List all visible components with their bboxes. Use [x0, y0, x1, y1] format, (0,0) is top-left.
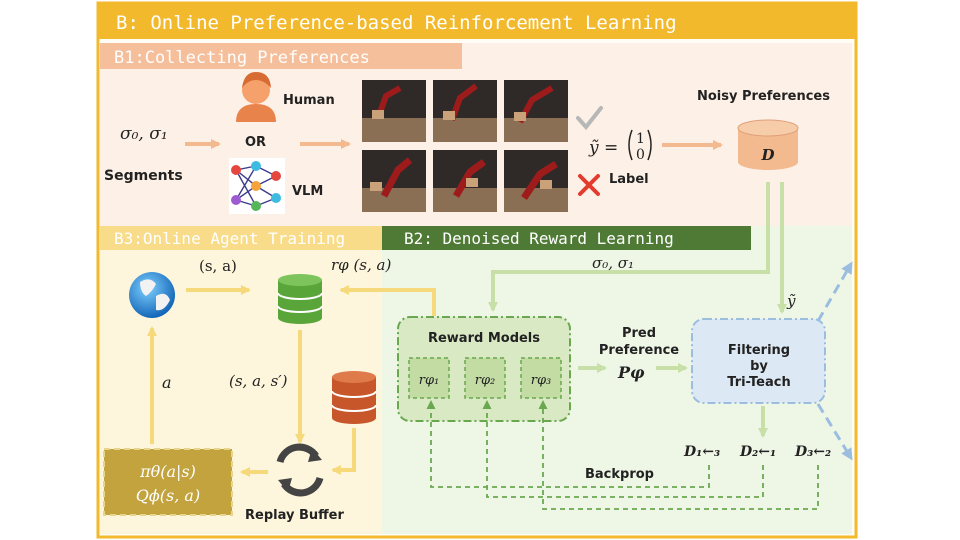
d21-label: D₂←₁	[739, 444, 776, 460]
dataset-icon	[737, 119, 799, 170]
policy-line1: πθ(a|s)	[139, 462, 196, 481]
label-text: Label	[609, 172, 649, 187]
main-title: B: Online Preference-based Reinforcement…	[116, 12, 677, 34]
robot-frames	[362, 80, 568, 212]
label-vector-right-paren	[647, 129, 652, 161]
b3-header	[100, 226, 382, 250]
robot-frame	[433, 80, 497, 142]
robot-frame	[362, 150, 426, 212]
orange-database-icon	[331, 371, 377, 424]
filter-line3: Tri-Teach	[727, 375, 790, 390]
reward-model-3-box	[520, 357, 562, 399]
sa-label: (s, a)	[199, 257, 237, 275]
reward-model-2-box	[464, 357, 506, 399]
reward-label: rφ (s, a)	[331, 256, 391, 274]
backprop-label: Backprop	[585, 467, 654, 482]
reward-models-title: Reward Models	[428, 331, 540, 346]
b3-title: B3:Online Agent Training	[114, 229, 345, 248]
human-icon	[236, 72, 276, 122]
green-database-icon	[277, 274, 323, 324]
d13-label: D₁←₃	[683, 444, 720, 460]
b2-segments-symbol: σ₀, σ₁	[592, 254, 634, 272]
policy-box	[103, 448, 233, 516]
action-label: a	[162, 373, 172, 392]
b1-header	[100, 43, 462, 69]
reward-model-1-box	[408, 357, 450, 399]
label-vector-top: 1	[636, 131, 645, 147]
reward-model-2-label: rφ₂	[475, 373, 496, 388]
b2-header	[382, 226, 751, 250]
pred-label: Pred	[622, 326, 656, 341]
pred-symbol: Pφ	[617, 363, 645, 382]
b2-title: B2: Denoised Reward Learning	[404, 229, 674, 248]
y-tilde-label: ỹ	[786, 292, 796, 310]
reward-model-3-label: rφ₃	[531, 373, 552, 388]
label-vector-bottom: 0	[636, 147, 645, 163]
backprop-path-2	[482, 400, 764, 498]
robot-frame	[433, 150, 497, 212]
noisy-preferences-label: Noisy Preferences	[697, 89, 830, 104]
robot-frame	[504, 150, 568, 212]
label-equation: ỹ =	[588, 138, 618, 158]
backprop-path-1	[426, 400, 710, 488]
human-label: Human	[283, 93, 335, 108]
transition-label: (s, a, s′)	[229, 372, 288, 390]
environment-globe-icon	[129, 272, 175, 318]
arrow-dataset-to-reward-models	[488, 182, 770, 312]
b1-title: B1:Collecting Preferences	[114, 48, 370, 68]
filter-line1: Filtering	[728, 343, 790, 358]
segments-label: Segments	[104, 168, 183, 184]
robot-frame	[504, 80, 568, 142]
d32-label: D₃←₂	[794, 444, 831, 460]
robot-frame	[362, 80, 426, 142]
label-vector-left-paren	[628, 129, 633, 161]
preference-label: Preference	[599, 343, 679, 358]
replay-buffer-label: Replay Buffer	[245, 508, 344, 523]
arrow-reward-to-buffer	[339, 285, 436, 316]
replay-buffer-icon	[276, 443, 324, 497]
title-bar	[98, 3, 856, 39]
or-label: OR	[245, 135, 266, 150]
vlm-label: VLM	[292, 184, 323, 199]
vlm-network-icon	[229, 158, 285, 214]
backprop-path-3	[538, 400, 819, 510]
arrow-orange-db-to-replay	[331, 428, 356, 475]
arrow-filter-out-bottom	[816, 403, 853, 461]
arrow-filter-out-top	[816, 261, 853, 322]
segments-symbol: σ₀, σ₁	[120, 124, 168, 144]
cross-icon	[578, 174, 600, 196]
dataset-symbol: D	[760, 146, 774, 164]
filter-line2: by	[750, 359, 768, 374]
filter-box	[691, 318, 826, 404]
reward-model-1-label: rφ₁	[419, 373, 440, 388]
policy-line2: Qϕ(s, a)	[136, 486, 200, 505]
checkmark-icon	[576, 106, 603, 131]
